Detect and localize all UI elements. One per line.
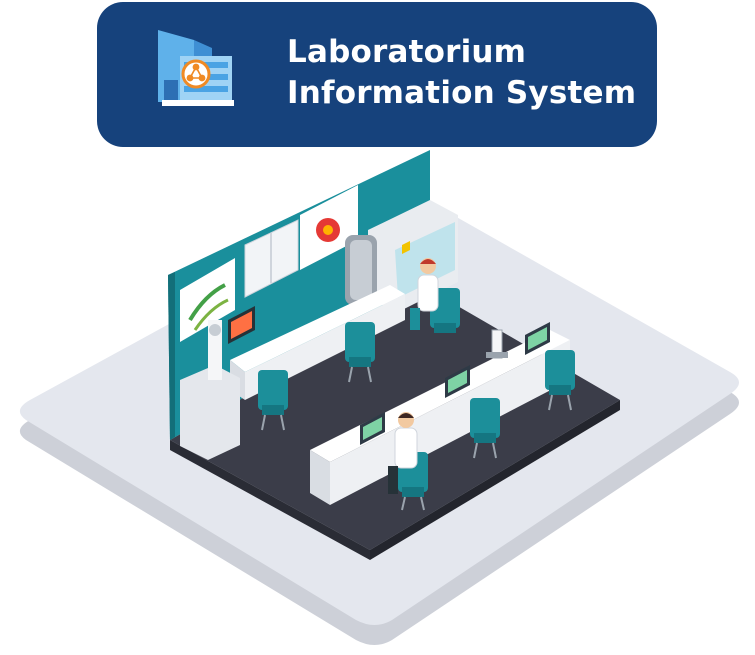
title-line-1: Laboratorium: [287, 34, 527, 70]
scientist-back: [410, 258, 439, 330]
chair-6: [545, 350, 575, 411]
title-line-2: Information System: [287, 75, 637, 111]
title-banner: Laboratorium Information System: [97, 2, 657, 147]
lab-equipment: [180, 365, 240, 460]
chair-2: [345, 322, 375, 383]
chair-1: [258, 370, 288, 431]
chair-5: [470, 398, 500, 459]
lab-building-icon: [158, 30, 234, 106]
scientist-front: [388, 412, 418, 494]
banner-title: Laboratorium Information System: [287, 32, 637, 114]
bench-back: [230, 285, 405, 372]
